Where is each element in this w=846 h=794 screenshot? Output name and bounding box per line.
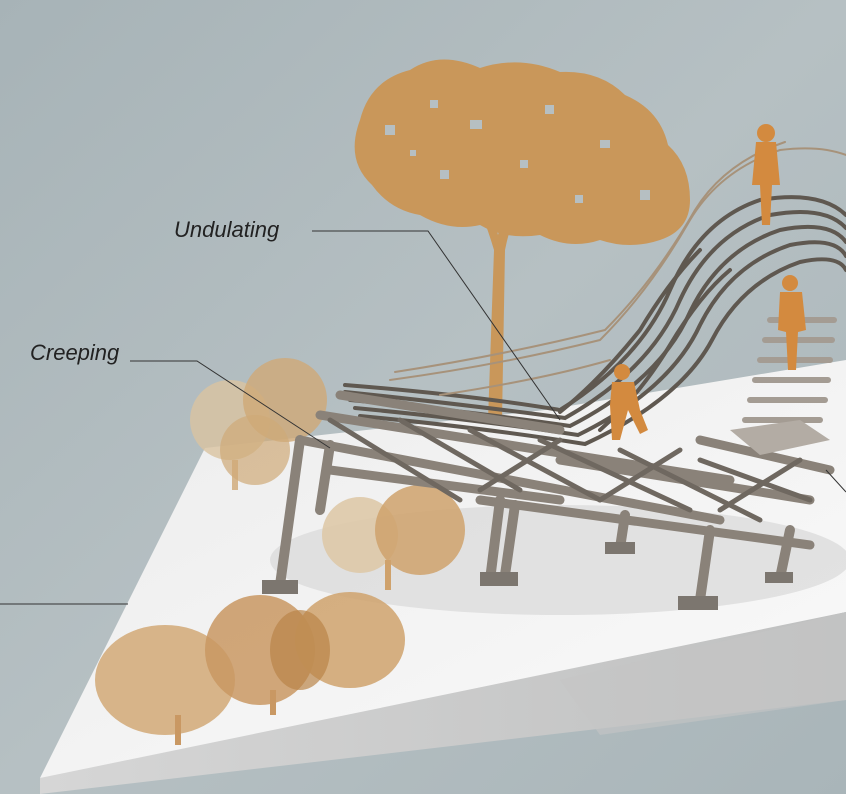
human-figures: [610, 124, 806, 440]
person-top: [752, 124, 780, 225]
timber-structure: [262, 141, 846, 610]
tree-cluster-left: [190, 358, 327, 490]
person-deck: [610, 364, 648, 440]
undulating-label: Undulating: [174, 217, 280, 242]
undulating-leader: [312, 230, 561, 421]
person-stair: [778, 275, 806, 370]
footings: [262, 542, 793, 610]
tree-cluster-middle: [322, 485, 465, 590]
leader-lines: [0, 230, 846, 605]
right-leader: [825, 469, 846, 493]
railings: [389, 141, 846, 396]
creeping-leader: [130, 360, 331, 449]
tall-tree: [354, 59, 690, 420]
landing: [730, 420, 830, 455]
cross-braces: [327, 417, 813, 523]
posts: [275, 435, 795, 605]
tree-cluster-bottom: [95, 592, 405, 745]
tall-tree-holes: [385, 100, 650, 203]
stair: [742, 317, 837, 423]
creeping-label: Creeping: [30, 340, 120, 365]
